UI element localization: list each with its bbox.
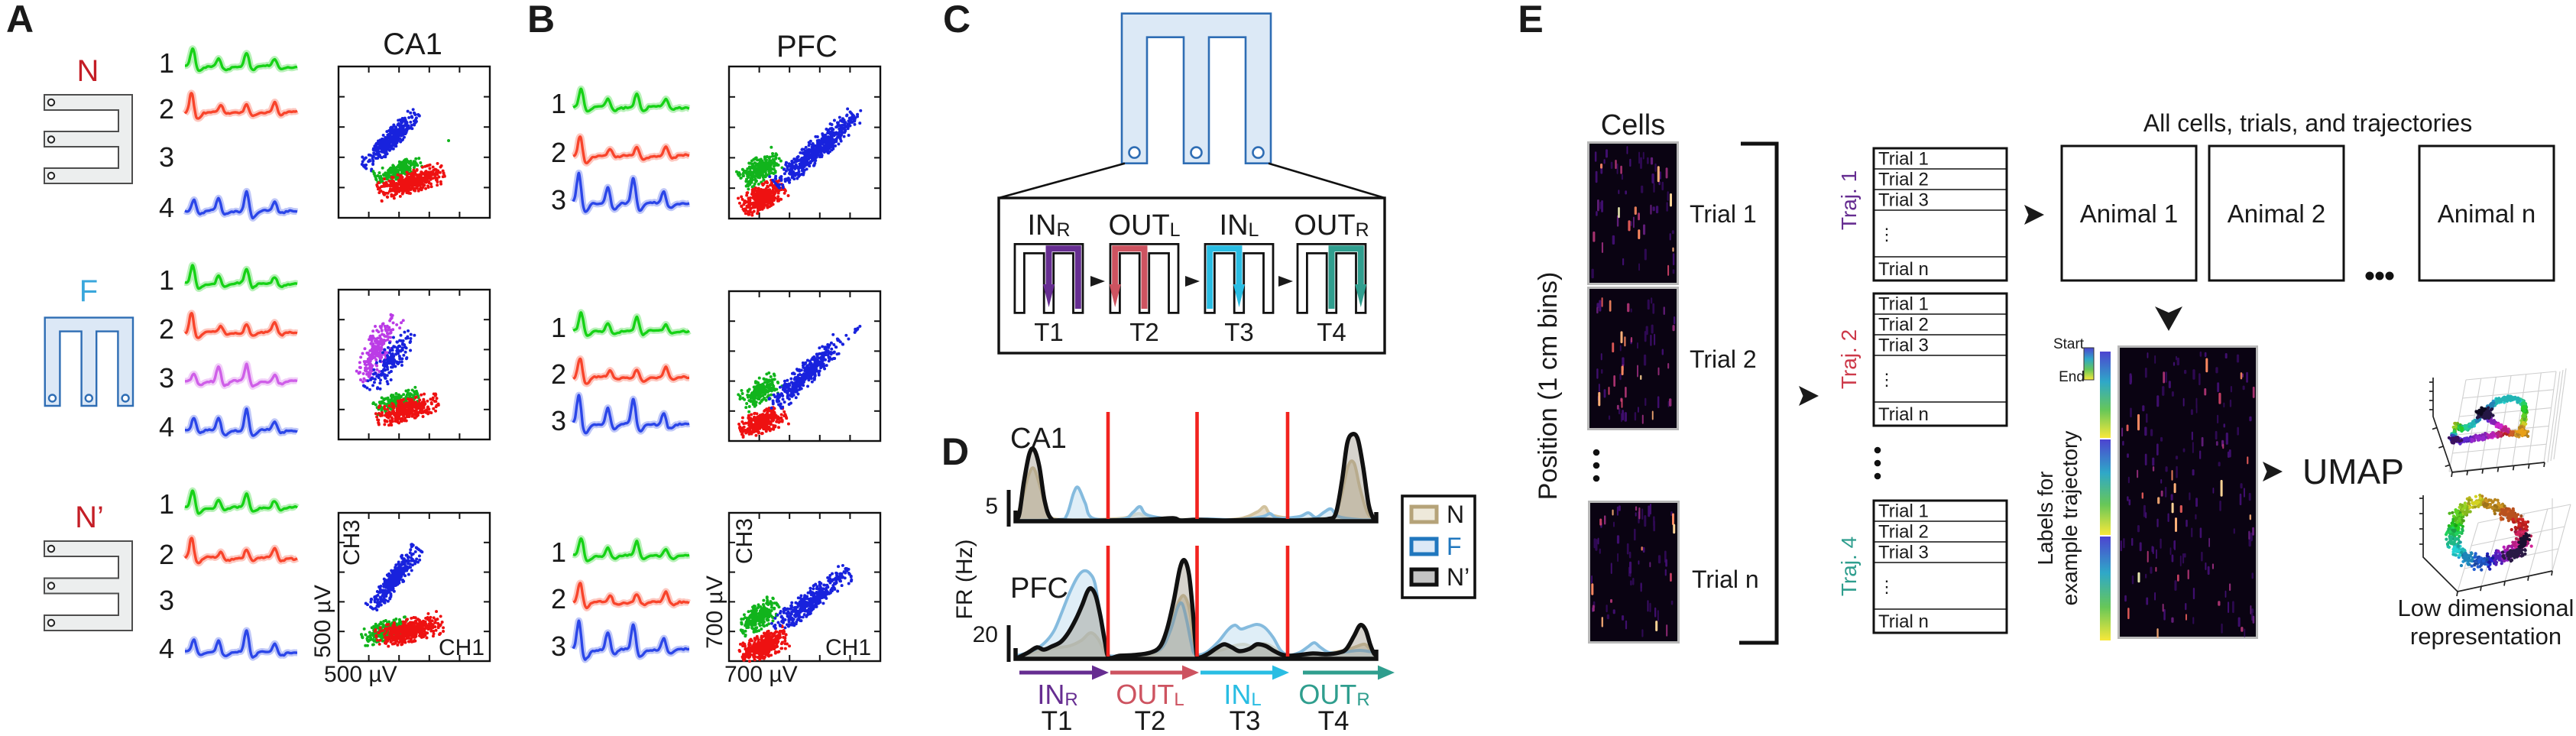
svg-text:1: 1 bbox=[159, 488, 174, 520]
svg-text:Traj. 2: Traj. 2 bbox=[1837, 329, 1861, 389]
svg-text:2: 2 bbox=[159, 313, 174, 345]
svg-text:3: 3 bbox=[159, 362, 174, 394]
svg-text:4: 4 bbox=[159, 411, 174, 443]
svg-text:PFC: PFC bbox=[776, 30, 838, 63]
svg-text:CH3: CH3 bbox=[339, 520, 365, 566]
svg-text:T3: T3 bbox=[1230, 706, 1261, 736]
svg-text:N: N bbox=[1447, 501, 1464, 528]
svg-text:T1: T1 bbox=[1034, 318, 1064, 346]
svg-text:CH3: CH3 bbox=[732, 518, 757, 564]
svg-text:FR (Hz): FR (Hz) bbox=[952, 540, 977, 620]
svg-text:2: 2 bbox=[159, 93, 174, 125]
svg-text:Trial 3: Trial 3 bbox=[1878, 543, 1929, 563]
svg-text:T1: T1 bbox=[1042, 706, 1073, 736]
svg-text:500 µV: 500 µV bbox=[324, 662, 397, 687]
svg-text:N: N bbox=[77, 54, 99, 88]
svg-text:1: 1 bbox=[159, 264, 174, 296]
svg-text:Animal 2: Animal 2 bbox=[2228, 199, 2325, 228]
svg-text:1: 1 bbox=[551, 312, 566, 343]
svg-text:2: 2 bbox=[159, 539, 174, 570]
svg-text:Trial n: Trial n bbox=[1878, 404, 1929, 425]
svg-text:A: A bbox=[6, 0, 34, 41]
svg-text:Trial 2: Trial 2 bbox=[1878, 315, 1929, 336]
svg-text:Trial n: Trial n bbox=[1692, 566, 1759, 593]
svg-text:Trial 1: Trial 1 bbox=[1878, 149, 1929, 170]
svg-text:2: 2 bbox=[551, 358, 566, 390]
svg-text:4: 4 bbox=[159, 633, 174, 664]
svg-text:T2: T2 bbox=[1129, 318, 1159, 346]
svg-text:Cells: Cells bbox=[1601, 109, 1665, 141]
svg-text:Trial 2: Trial 2 bbox=[1878, 522, 1929, 543]
svg-text:Position (1 cm bins): Position (1 cm bins) bbox=[1534, 272, 1563, 501]
svg-text:CA1: CA1 bbox=[383, 28, 442, 61]
svg-text:⋮: ⋮ bbox=[1878, 577, 1895, 596]
svg-text:3: 3 bbox=[159, 585, 174, 616]
svg-text:End: End bbox=[2059, 369, 2085, 385]
svg-text:PFC: PFC bbox=[1010, 572, 1068, 605]
svg-text:Trial 1: Trial 1 bbox=[1690, 200, 1757, 228]
svg-text:1: 1 bbox=[551, 537, 566, 568]
svg-text:N’: N’ bbox=[75, 501, 104, 534]
svg-text:Traj. 1: Traj. 1 bbox=[1837, 170, 1861, 230]
svg-text:OUTL: OUTL bbox=[1116, 679, 1184, 710]
svg-text:UMAP: UMAP bbox=[2302, 452, 2404, 491]
svg-text:D: D bbox=[941, 430, 969, 473]
svg-text:Trial 1: Trial 1 bbox=[1878, 294, 1929, 315]
svg-text:Trial 1: Trial 1 bbox=[1878, 501, 1929, 522]
svg-text:Low dimensional: Low dimensional bbox=[2398, 595, 2574, 621]
svg-text:Animal 1: Animal 1 bbox=[2080, 199, 2178, 228]
svg-text:All cells, trials, and traject: All cells, trials, and trajectories bbox=[2143, 109, 2472, 137]
svg-text:T2: T2 bbox=[1135, 706, 1166, 736]
svg-text:700 µV: 700 µV bbox=[702, 576, 727, 649]
svg-text:CH1: CH1 bbox=[825, 635, 871, 660]
svg-text:20: 20 bbox=[973, 622, 998, 647]
svg-text:1: 1 bbox=[551, 88, 566, 119]
svg-text:E: E bbox=[1518, 0, 1543, 41]
svg-text:Trial 3: Trial 3 bbox=[1878, 190, 1929, 211]
svg-text:1: 1 bbox=[159, 47, 174, 79]
svg-text:T4: T4 bbox=[1317, 318, 1346, 346]
svg-text:⋮: ⋮ bbox=[1878, 225, 1895, 244]
svg-text:Start: Start bbox=[2053, 336, 2085, 352]
svg-text:⋮: ⋮ bbox=[1878, 370, 1895, 389]
svg-text:Trial 2: Trial 2 bbox=[1690, 345, 1757, 373]
svg-text:700 µV: 700 µV bbox=[724, 662, 798, 687]
svg-text:5: 5 bbox=[985, 494, 998, 519]
svg-text:T3: T3 bbox=[1224, 318, 1254, 346]
svg-text:3: 3 bbox=[551, 631, 566, 662]
svg-text:F: F bbox=[79, 274, 98, 308]
svg-text:3: 3 bbox=[159, 141, 174, 173]
svg-text:3: 3 bbox=[551, 184, 566, 216]
svg-text:CH1: CH1 bbox=[439, 635, 484, 660]
svg-text:Labels for: Labels for bbox=[2033, 472, 2057, 566]
svg-text:2: 2 bbox=[551, 137, 566, 168]
svg-text:Animal n: Animal n bbox=[2438, 199, 2535, 228]
svg-text:Trial 3: Trial 3 bbox=[1878, 336, 1929, 356]
svg-text:F: F bbox=[1447, 533, 1462, 560]
svg-text:OUTL: OUTL bbox=[1108, 209, 1180, 242]
svg-text:4: 4 bbox=[159, 192, 174, 223]
svg-text:3: 3 bbox=[551, 405, 566, 436]
svg-text:C: C bbox=[943, 0, 970, 41]
svg-text:Traj. 4: Traj. 4 bbox=[1837, 537, 1861, 596]
svg-text:CA1: CA1 bbox=[1010, 423, 1067, 455]
svg-text:representation: representation bbox=[2410, 623, 2561, 650]
svg-text:B: B bbox=[527, 0, 555, 41]
svg-text:Trial n: Trial n bbox=[1878, 259, 1929, 280]
svg-text:T4: T4 bbox=[1318, 706, 1350, 736]
svg-text:Trial n: Trial n bbox=[1878, 611, 1929, 632]
svg-text:Trial 2: Trial 2 bbox=[1878, 170, 1929, 190]
svg-text:example trajectory: example trajectory bbox=[2058, 431, 2082, 606]
svg-text:N’: N’ bbox=[1447, 563, 1469, 591]
svg-text:2: 2 bbox=[551, 583, 566, 614]
svg-text:500 µV: 500 µV bbox=[310, 585, 335, 658]
